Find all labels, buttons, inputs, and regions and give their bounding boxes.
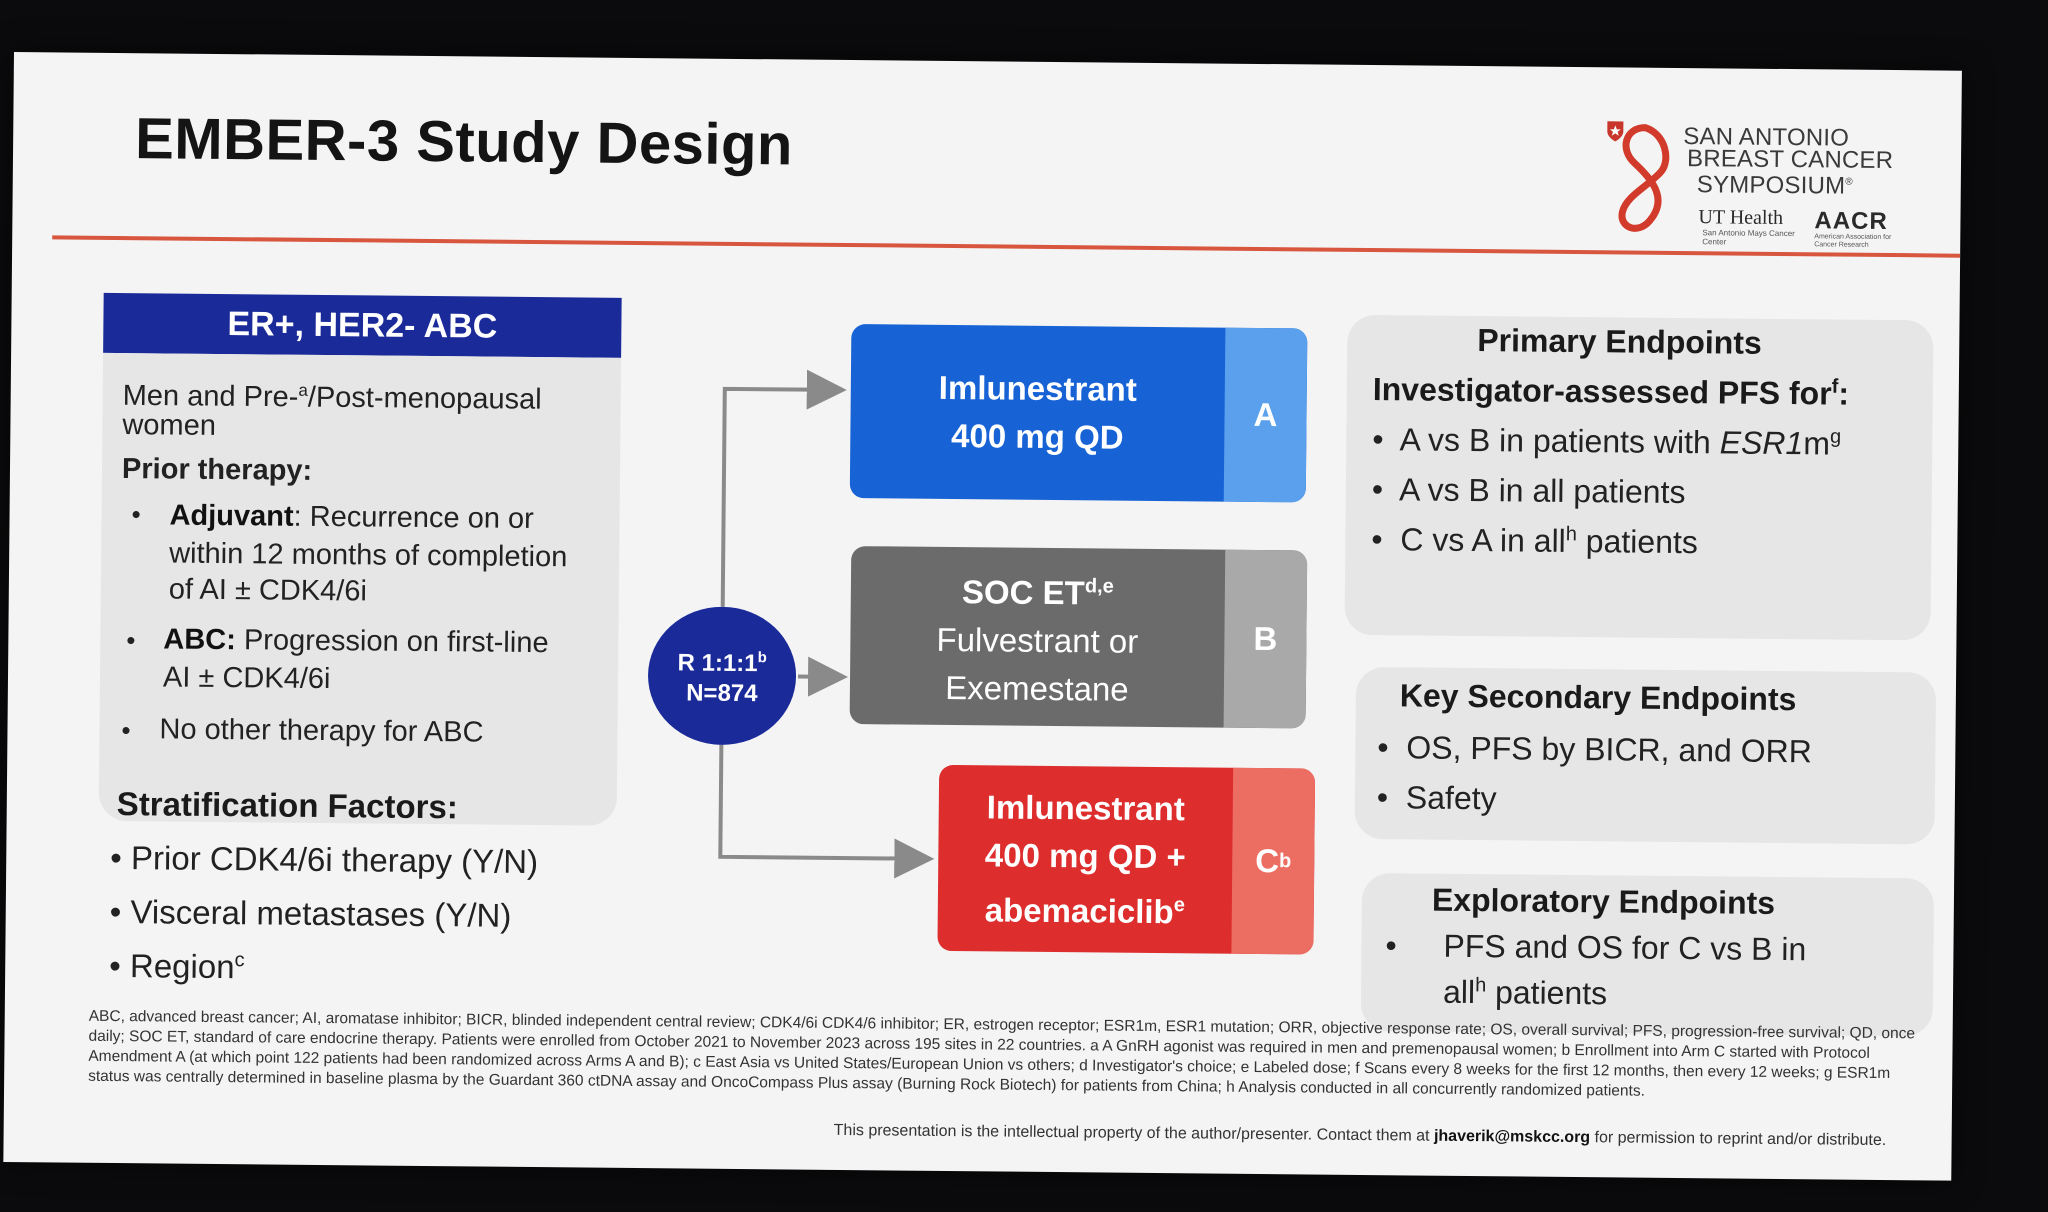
arm-c-line1: Imlunestrant: [986, 787, 1185, 827]
shield-icon: [1607, 121, 1624, 142]
arm-b-box: SOC ETd,e Fulvestrant or Exemestane B: [849, 546, 1308, 729]
arm-a-line1: Imlunestrant: [938, 368, 1138, 408]
arm-a-box: Imlunestrant 400 mg QD A: [849, 324, 1308, 503]
contact-email-link: jhaverik@mskcc.org: [1433, 1127, 1591, 1147]
arm-a-line2: 400 mg QD: [950, 417, 1124, 456]
primary-subtitle: Investigator-assessed PFS forf:: [1372, 371, 1850, 412]
arm-b-line3: Exemestane: [945, 668, 1129, 708]
arrow-to-arm-c: [718, 744, 935, 879]
randomization-arrows: [718, 369, 935, 879]
secondary-item-2: • Safety: [1376, 779, 1497, 817]
arm-b-line2: Fulvestrant or: [936, 620, 1139, 660]
exploratory-line1: PFS and OS for C vs B in: [1443, 927, 1807, 968]
ribbon-logo-icon: [1618, 124, 1670, 232]
slide: EMBER-3 Study Design SAN ANTONIO BREAST …: [3, 52, 1962, 1181]
arm-b-tag: B: [1223, 549, 1308, 729]
exploratory-line2: allh patients: [1442, 973, 1608, 1012]
secondary-title: Key Secondary Endpoints: [1399, 677, 1797, 718]
arm-c-line3: abemaciclibe: [984, 890, 1186, 930]
sabcs-logo: SAN ANTONIO BREAST CANCER SYMPOSIUM® UT …: [1604, 119, 1905, 272]
exploratory-title: Exploratory Endpoints: [1431, 881, 1776, 921]
arm-c-line2: 400 mg QD +: [984, 835, 1186, 875]
arm-a-tag: A: [1223, 327, 1308, 503]
arm-b-line1: SOC ETd,e: [961, 572, 1114, 611]
primary-item-2: • A vs B in all patients: [1371, 471, 1686, 511]
randomization-circle: R 1:1:1b N=874: [647, 606, 797, 746]
primary-item-1: • A vs B in patients with ESR1mg: [1372, 421, 1842, 462]
exploratory-bullet-icon: •: [1385, 927, 1397, 964]
primary-title: Primary Endpoints: [1477, 322, 1762, 361]
secondary-item-1: • OS, PFS by BICR, and ORR: [1377, 729, 1812, 770]
primary-item-3: • C vs A in allh patients: [1371, 521, 1699, 561]
arrow-to-arm-a: [720, 369, 847, 607]
